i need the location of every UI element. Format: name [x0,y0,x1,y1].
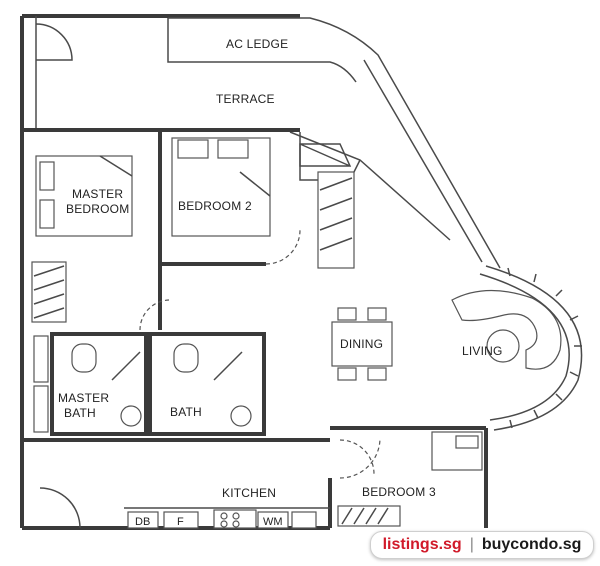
watermark-brand-1: listings.sg [382,536,462,553]
bedroom2-door [265,229,301,265]
fridge [163,511,199,529]
dining-chair-3 [337,367,357,381]
hob-burner-3 [220,520,228,528]
linen-cabinet [299,143,352,167]
terrace-door [35,23,73,61]
watermark-separator: | [469,536,474,553]
living-sofa [451,289,562,370]
entrance-door [39,487,81,529]
bedroom2-pillow-1 [177,139,209,159]
bath-toilet [173,343,199,373]
label-master-bath-1: MASTER [58,391,109,405]
dining-chair-4 [367,367,387,381]
label-dining: DINING [340,337,383,351]
master-wardrobe-hatch [33,265,65,319]
dining-chair-1 [337,307,357,321]
washing-machine [257,511,289,529]
label-db: DB [135,516,150,528]
label-bedroom3: BEDROOM 3 [362,485,436,499]
bedroom2-wardrobe-hatch [319,177,353,251]
kitchen-sink [291,511,317,529]
terrace-edge [363,59,483,263]
master-bath-toilet [71,343,97,373]
kitchen-door [339,439,375,475]
label-living: LIVING [462,344,503,358]
bedroom3-pillow [455,435,479,449]
living-window-outer [485,265,583,431]
bedroom3-wardrobe [337,505,401,527]
dining-chair-2 [367,307,387,321]
living-window-mullions [507,267,582,429]
label-master-bedroom-1: MASTER [72,187,123,201]
ac-ledge-outline [168,17,501,269]
bath-basin [230,405,252,427]
watermark-badge: listings.sg | buycondo.sg [370,531,594,559]
hob-burner-2 [232,512,240,520]
master-bath-shelf-1 [33,335,49,383]
label-terrace: TERRACE [216,92,275,106]
label-wm: WM [263,516,283,528]
bedroom3-door [339,437,381,479]
master-bath-basin [120,405,142,427]
master-bath-shelf-2 [33,385,49,433]
master-bedroom-door [139,299,171,331]
master-pillow-2 [39,199,55,229]
label-master-bath-2: BATH [64,406,96,420]
hob-burner-4 [232,520,240,528]
label-kitchen: KITCHEN [222,486,276,500]
hob-burner-1 [220,512,228,520]
dining-table [331,321,393,367]
label-bedroom2: BEDROOM 2 [178,199,252,213]
bedroom2-bed-fold [239,171,271,197]
terrace-diagonal [289,131,451,241]
ac-ledge-inner [167,18,357,83]
master-wardrobe [31,261,67,323]
bedroom2-pillow-2 [217,139,249,159]
label-ac-ledge: AC LEDGE [226,37,288,51]
bath-door [213,351,243,381]
master-bed-fold [99,155,133,177]
watermark-brand-2: buycondo.sg [481,536,582,553]
db-cabinet [127,511,159,529]
bedroom3-wardrobe-hatch [341,507,389,525]
label-bath: BATH [170,405,202,419]
master-bath-door [111,351,141,381]
bath-walls [148,332,266,436]
master-bath-walls [50,332,148,436]
label-master-bedroom-2: BEDROOM [66,202,129,216]
living-window-inner [479,273,570,421]
living-coffee-table [486,329,520,363]
label-fridge: F [177,516,184,528]
master-pillow-1 [39,161,55,191]
